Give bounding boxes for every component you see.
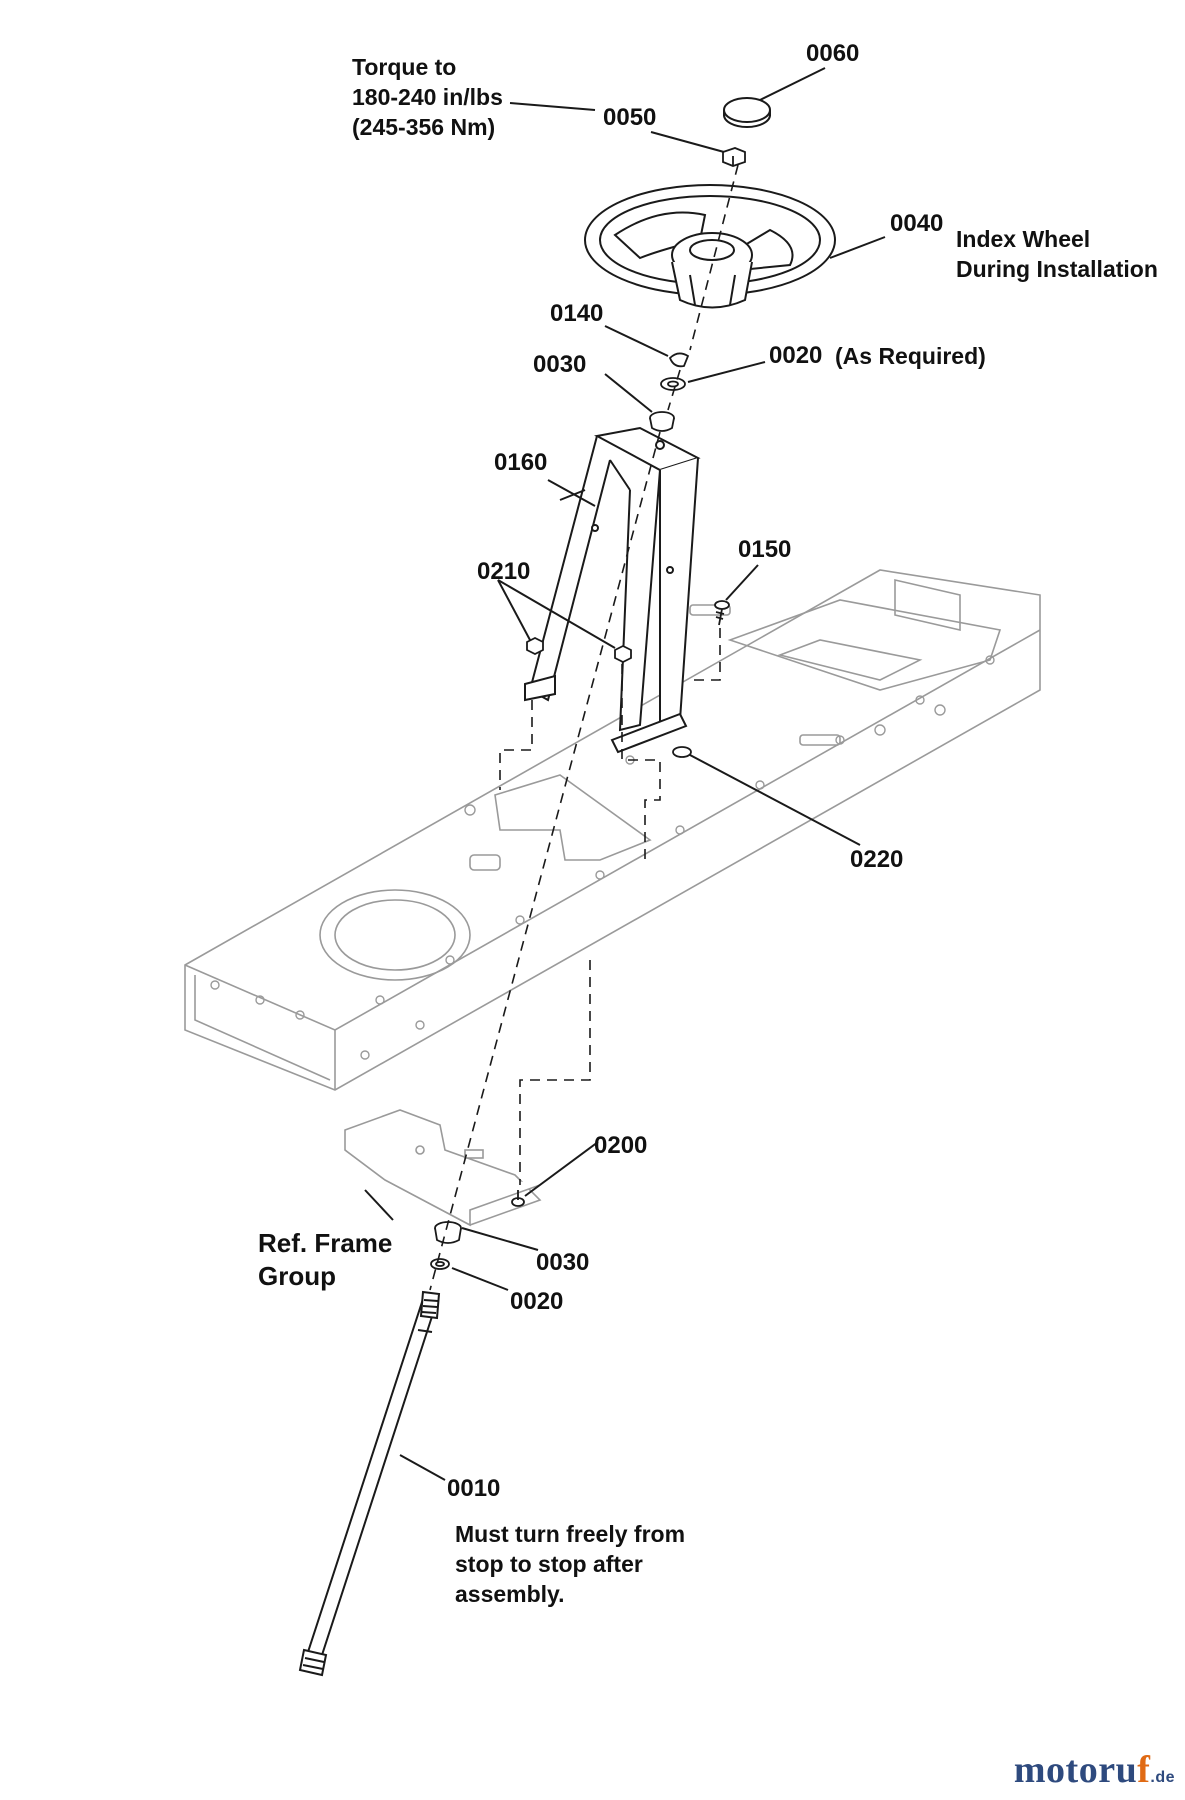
callout-0060: 0060 [806, 40, 860, 67]
callout-0030-bottom: 0030 [536, 1249, 590, 1276]
torque-note-line-1: Torque to [352, 54, 457, 80]
nuts-0210 [526, 636, 632, 664]
torque-note-line-3: (245-356 Nm) [352, 114, 496, 140]
torque-note: Torque to 180-240 in/lbs (245-356 Nm) [352, 52, 503, 142]
bushing-0030-bottom [434, 1221, 462, 1244]
callout-0220: 0220 [850, 846, 904, 873]
washer-0220 [672, 746, 692, 758]
turn-freely-note: Must turn freely from stop to stop after… [455, 1519, 685, 1609]
bolt-0200 [511, 1190, 525, 1207]
callout-0020-bottom: 0020 [510, 1288, 564, 1315]
frame-holes [210, 655, 995, 1060]
clip-0140 [668, 352, 690, 368]
callout-0040: 0040 [890, 210, 944, 237]
watermark-tld: .de [1150, 1769, 1175, 1786]
watermark-main: motoru [1013, 1749, 1138, 1791]
callout-0050: 0050 [603, 104, 657, 131]
lower-bracket [344, 1109, 542, 1227]
bolt-0150 [714, 600, 730, 626]
callout-0160: 0160 [494, 449, 548, 476]
column-support-0160 [524, 426, 701, 754]
bushing-0030-top [649, 411, 675, 432]
steering-shaft-0010 [298, 1290, 441, 1677]
washer-0020-bottom [430, 1258, 450, 1270]
cap-0060 [723, 97, 771, 128]
index-wheel-note: Index Wheel During Installation [956, 224, 1158, 284]
frame-chassis [184, 569, 1041, 1091]
callout-0150: 0150 [738, 536, 792, 563]
assembly-dashed-lines [429, 164, 739, 1291]
washer-0020-top [660, 377, 686, 391]
turn-freely-line-3: assembly. [455, 1581, 565, 1607]
nut-0050 [722, 147, 746, 167]
as-required-note: (As Required) [835, 343, 986, 369]
torque-note-line-2: 180-240 in/lbs [352, 84, 503, 110]
callout-0030-top: 0030 [533, 351, 587, 378]
watermark-accent: f [1137, 1749, 1151, 1791]
turn-freely-line-1: Must turn freely from [455, 1521, 686, 1547]
steering-wheel [584, 184, 836, 309]
callout-0010: 0010 [447, 1475, 501, 1502]
turn-freely-line-2: stop to stop after [455, 1551, 643, 1577]
callout-0020-top: 0020 [769, 342, 823, 369]
ref-frame-note-line-2: Group [258, 1261, 336, 1291]
motoruf-watermark-logo: motoruf.de [1014, 1748, 1175, 1792]
callout-0140: 0140 [550, 300, 604, 327]
callout-0210: 0210 [477, 558, 531, 585]
index-wheel-note-line-2: During Installation [956, 256, 1158, 282]
callout-0200: 0200 [594, 1132, 648, 1159]
index-wheel-note-line-1: Index Wheel [956, 226, 1091, 252]
ref-frame-group-note: Ref. Frame Group [258, 1227, 392, 1293]
ref-frame-note-line-1: Ref. Frame [258, 1228, 393, 1258]
leader-lines [364, 67, 886, 1481]
